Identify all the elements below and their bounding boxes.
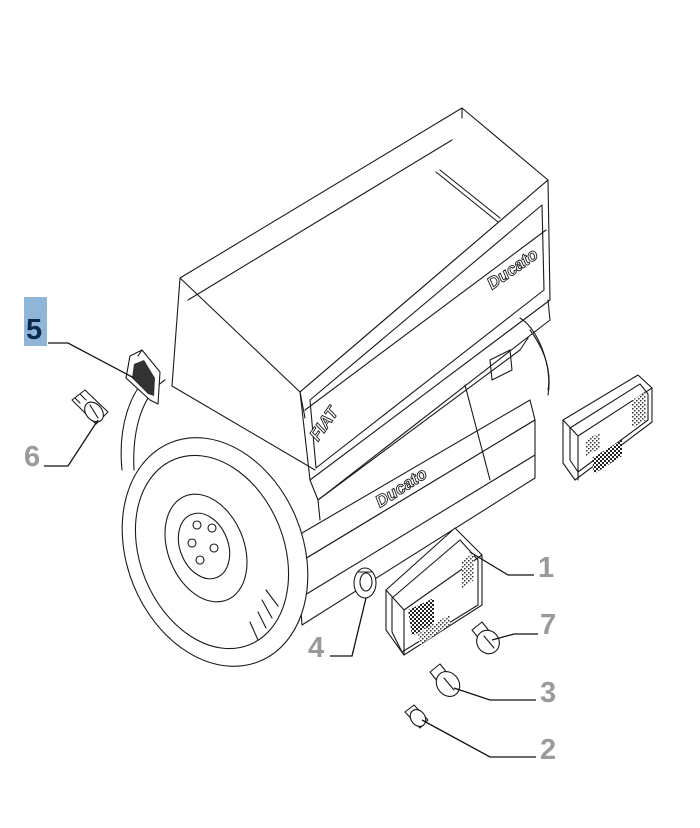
leader-2 [421, 719, 536, 758]
leader-7 [491, 633, 538, 641]
part-5-reflector [125, 349, 161, 405]
callout-5-number: 5 [26, 314, 42, 346]
callout-6-number: 6 [24, 441, 40, 473]
callout-2-number: 2 [540, 734, 556, 766]
callout-1-number: 1 [538, 552, 554, 584]
part-4-grommet [353, 567, 377, 599]
leader-5 [48, 342, 135, 379]
leader-4 [330, 597, 367, 657]
callout-3-number: 3 [540, 677, 556, 709]
part-2-bulb [404, 704, 429, 729]
leader-lines [44, 342, 538, 758]
callout-7-number: 7 [540, 609, 556, 641]
part-7-bulb [471, 621, 500, 655]
part-1-rear-lamp [385, 527, 483, 656]
rear-wheel [121, 437, 309, 667]
lamp-assembly-right [562, 374, 653, 481]
leader-6 [44, 419, 99, 467]
leader-3 [453, 687, 536, 701]
part-6-wedge-bulb [71, 389, 109, 425]
part-3-bulb [429, 663, 461, 697]
leader-1 [469, 551, 534, 576]
callouts: 5 6 1 4 7 3 2 [24, 297, 556, 766]
callout-4-number: 4 [308, 632, 324, 664]
callout-5-highlight [24, 297, 47, 346]
